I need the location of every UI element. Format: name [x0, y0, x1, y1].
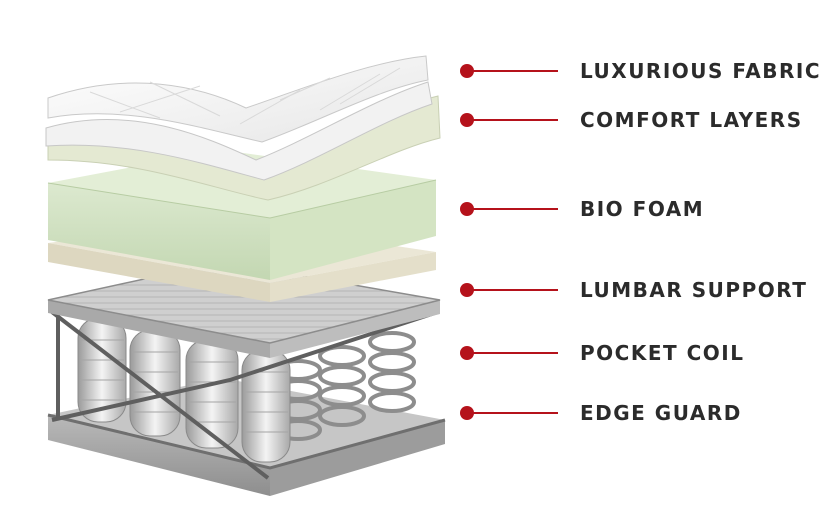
layer-label: LUMBAR SUPPORT — [580, 278, 808, 302]
label-row-comfort-layers: COMFORT LAYERS — [460, 108, 803, 132]
layer-label: LUXURIOUS FABRIC — [580, 59, 821, 83]
label-row-bio-foam: BIO FOAM — [460, 197, 704, 221]
pointer-dot — [460, 283, 474, 297]
pointer-dot — [460, 64, 474, 78]
pointer-dot — [460, 202, 474, 216]
layer-label: POCKET COIL — [580, 341, 745, 365]
layer-label: EDGE GUARD — [580, 401, 742, 425]
pointer-line — [472, 70, 558, 72]
pointer-dot — [460, 346, 474, 360]
label-row-pocket-coil: POCKET COIL — [460, 341, 744, 365]
pointer-dot — [460, 406, 474, 420]
luxurious-fabric-layer — [47, 55, 429, 143]
pointer-dot — [460, 113, 474, 127]
label-row-lumbar-support: LUMBAR SUPPORT — [460, 278, 807, 302]
layer-label: BIO FOAM — [580, 197, 705, 221]
pointer-line — [472, 208, 558, 210]
pointer-line — [472, 412, 558, 414]
layer-label: COMFORT LAYERS — [580, 108, 803, 132]
label-row-luxurious-fabric: LUXURIOUS FABRIC — [460, 59, 821, 83]
pointer-line — [472, 119, 558, 121]
lumbar-support-layer — [47, 261, 441, 358]
pocket-coil-layer — [50, 308, 439, 480]
label-row-edge-guard: EDGE GUARD — [460, 401, 742, 425]
comfort-layers — [45, 81, 441, 201]
pointer-line — [472, 289, 558, 291]
pointer-line — [472, 352, 558, 354]
